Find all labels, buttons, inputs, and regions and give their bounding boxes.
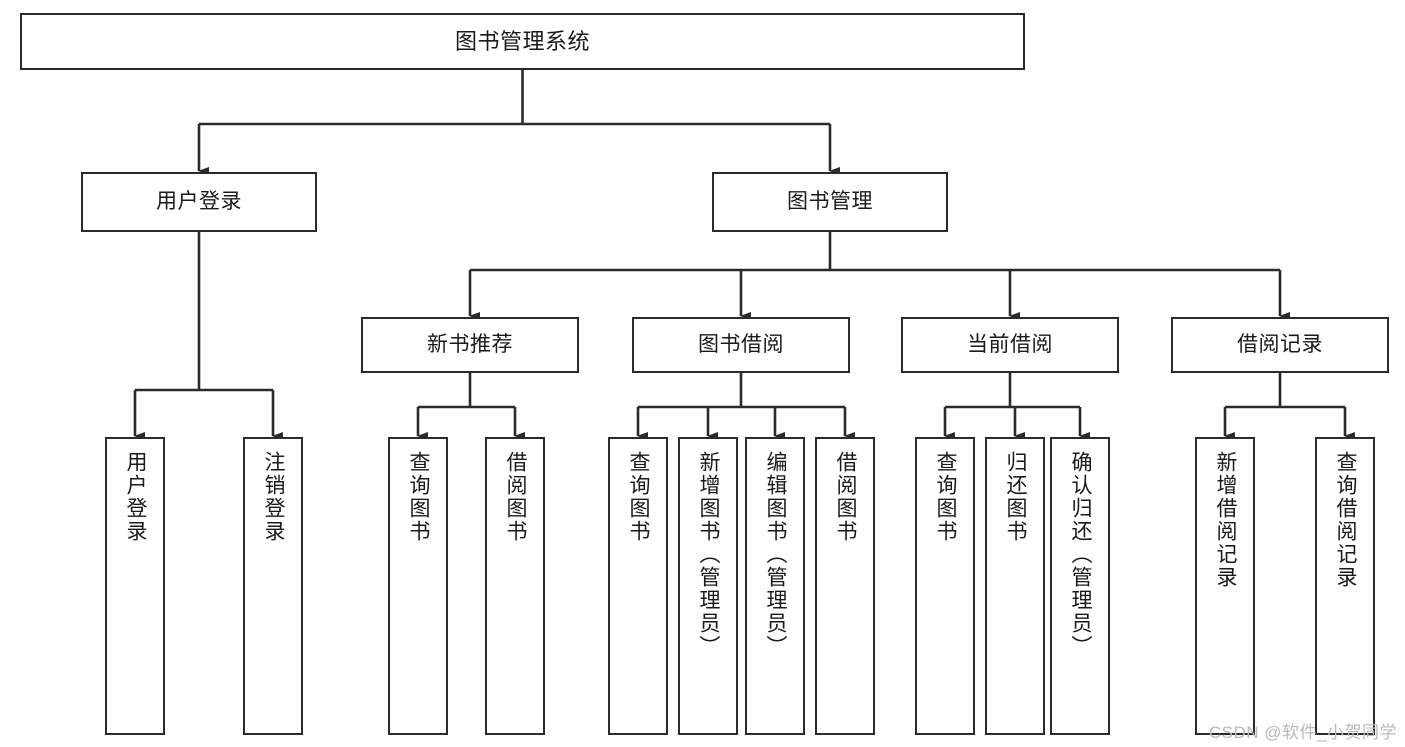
node-leaf-rec-borrow[interactable]: 借阅图书	[485, 437, 545, 735]
node-label-leaf-borrow-query: 查询图书	[627, 451, 651, 543]
node-label-borrow-record: 借阅记录	[1237, 332, 1323, 356]
node-leaf-book-borrow[interactable]: 借阅图书	[815, 437, 875, 735]
node-leaf-rec-query[interactable]: 查询图书	[388, 437, 448, 735]
node-leaf-user-logout[interactable]: 注销登录	[243, 437, 303, 735]
node-user-login[interactable]: 用户登录	[81, 172, 317, 232]
node-new-book-rec[interactable]: 新书推荐	[361, 317, 579, 373]
node-leaf-rec-add[interactable]: 新增借阅记录	[1195, 437, 1255, 735]
node-label-book-manage: 图书管理	[787, 189, 873, 213]
node-label-leaf-book-add: 新增图书（管理员）	[697, 451, 721, 658]
node-label-new-book-rec: 新书推荐	[427, 332, 513, 356]
node-book-manage[interactable]: 图书管理	[712, 172, 948, 232]
node-label-leaf-user-login: 用户登录	[124, 451, 148, 543]
node-leaf-borrow-query[interactable]: 查询图书	[608, 437, 668, 735]
node-label-leaf-cur-confirm: 确认归还（管理员）	[1069, 451, 1093, 658]
node-label-current-borrow: 当前借阅	[967, 332, 1053, 356]
node-label-root: 图书管理系统	[454, 28, 590, 54]
node-leaf-cur-query[interactable]: 查询图书	[915, 437, 975, 735]
node-leaf-cur-return[interactable]: 归还图书	[985, 437, 1045, 735]
node-label-user-login: 用户登录	[156, 189, 242, 213]
node-current-borrow[interactable]: 当前借阅	[901, 317, 1119, 373]
node-label-leaf-book-borrow: 借阅图书	[834, 451, 858, 543]
node-label-leaf-rec-query2: 查询借阅记录	[1334, 451, 1358, 589]
node-label-leaf-user-logout: 注销登录	[262, 451, 286, 543]
node-label-leaf-cur-return: 归还图书	[1004, 451, 1028, 543]
node-label-book-borrow: 图书借阅	[698, 332, 784, 356]
node-leaf-rec-query2[interactable]: 查询借阅记录	[1315, 437, 1375, 735]
node-label-leaf-rec-borrow: 借阅图书	[504, 451, 528, 543]
tree-edges	[133, 70, 1355, 440]
node-root[interactable]: 图书管理系统	[20, 13, 1025, 70]
node-label-leaf-cur-query: 查询图书	[934, 451, 958, 543]
node-borrow-record[interactable]: 借阅记录	[1171, 317, 1389, 373]
node-label-leaf-rec-add: 新增借阅记录	[1214, 451, 1238, 589]
node-leaf-user-login[interactable]: 用户登录	[105, 437, 165, 735]
node-label-leaf-book-edit: 编辑图书（管理员）	[764, 451, 788, 658]
csdn-watermark: CSDN @软件_小贺同学	[1208, 723, 1397, 742]
node-leaf-book-add[interactable]: 新增图书（管理员）	[678, 437, 738, 735]
node-label-leaf-rec-query: 查询图书	[407, 451, 431, 543]
node-leaf-book-edit[interactable]: 编辑图书（管理员）	[745, 437, 805, 735]
node-book-borrow[interactable]: 图书借阅	[632, 317, 850, 373]
node-leaf-cur-confirm[interactable]: 确认归还（管理员）	[1050, 437, 1110, 735]
